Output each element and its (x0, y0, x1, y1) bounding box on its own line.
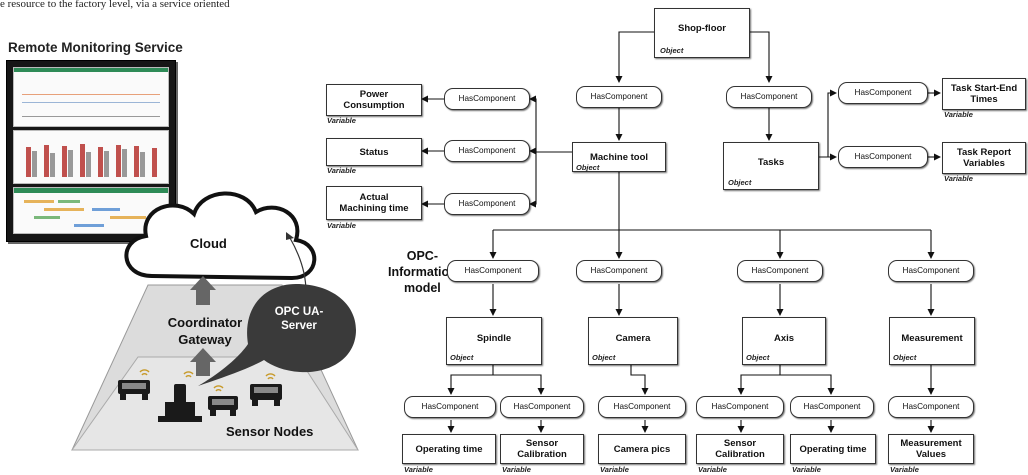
type-label: Object (893, 353, 917, 362)
hascomponent-task-report: HasComponent (838, 146, 928, 168)
camera-pics-node: Camera pics (598, 434, 686, 464)
sensor-nodes-label: Sensor Nodes (226, 424, 314, 439)
type-label: Variable (944, 110, 973, 119)
type-label: Variable (792, 465, 821, 474)
cloud-shape (124, 191, 317, 281)
hascomponent-spindle: HasComponent (447, 260, 539, 282)
status-node: Status (326, 138, 422, 166)
dashboard-bar-chart (13, 130, 169, 184)
hascomponent-axis-optime: HasComponent (790, 396, 874, 418)
hascomponent-spindle-optime: HasComponent (404, 396, 496, 418)
shop-floor-node: Shop-floor (654, 8, 750, 58)
machine-tool-node: Machine tool (572, 142, 666, 172)
remote-monitoring-title: Remote Monitoring Service (8, 40, 183, 55)
axis-node: Axis (742, 317, 826, 365)
type-label: Object (746, 353, 770, 362)
hascomponent-actual-time: HasComponent (444, 193, 530, 215)
type-label: Variable (890, 465, 919, 474)
hascomponent-task-times: HasComponent (838, 82, 928, 104)
dashboard-gantt (13, 187, 169, 234)
tasks-node: Tasks (723, 142, 819, 190)
hascomponent-shopfloor-machine: HasComponent (576, 86, 662, 108)
type-label: Object (592, 353, 616, 362)
opc-ua-server-bubble (198, 284, 356, 386)
sensors-to-gateway-arrow (190, 348, 216, 376)
axis-operating-time-node: Operating time (790, 434, 876, 464)
hascomponent-shopfloor-tasks: HasComponent (726, 86, 812, 108)
hascomponent-spindle-calibration: HasComponent (500, 396, 584, 418)
type-label: Object (450, 353, 474, 362)
type-label: Object (576, 163, 600, 172)
type-label: Variable (327, 166, 356, 175)
hascomponent-camera: HasComponent (576, 260, 662, 282)
hascomponent-axis: HasComponent (737, 260, 823, 282)
hascomponent-status: HasComponent (444, 140, 530, 162)
hascomponent-power: HasComponent (444, 88, 530, 110)
cloud-label: Cloud (190, 236, 227, 251)
camera-node: Camera (588, 317, 678, 365)
caption-fragment: e resource to the factory level, via a s… (0, 0, 230, 10)
type-label: Variable (327, 116, 356, 125)
sensor-node-icons (118, 380, 282, 422)
type-label: Variable (404, 465, 433, 474)
type-label: Variable (502, 465, 531, 474)
opc-ua-server-label: OPC UA-Server (274, 306, 324, 332)
dashboard-monitor (6, 60, 176, 242)
hascomponent-measurement-values: HasComponent (888, 396, 974, 418)
type-label: Object (660, 46, 684, 55)
spindle-operating-time-node: Operating time (402, 434, 496, 464)
type-label: Variable (327, 221, 356, 230)
hascomponent-measurement: HasComponent (888, 260, 974, 282)
gateway-to-cloud-arrow (190, 276, 216, 305)
type-label: Object (728, 178, 752, 187)
hascomponent-camera-pics: HasComponent (598, 396, 686, 418)
type-label: Variable (600, 465, 629, 474)
hascomponent-axis-calibration: HasComponent (696, 396, 784, 418)
spindle-node: Spindle (446, 317, 542, 365)
measurement-node: Measurement (889, 317, 975, 365)
dashboard-line-chart (13, 67, 169, 127)
wifi-icons (139, 369, 276, 392)
type-label: Variable (698, 465, 727, 474)
type-label: Variable (944, 174, 973, 183)
